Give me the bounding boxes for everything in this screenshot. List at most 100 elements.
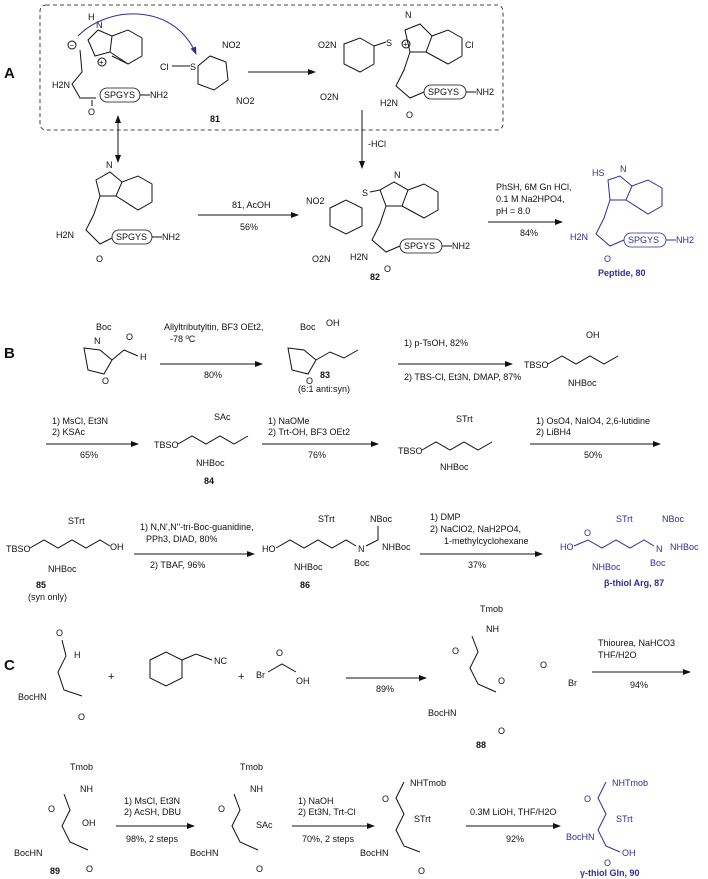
svg-text:STrt: STrt (456, 414, 473, 424)
svg-text:pH = 8.0: pH = 8.0 (496, 206, 530, 216)
svg-text:2) Et3N, Trt-Cl: 2) Et3N, Trt-Cl (298, 807, 356, 817)
svg-text:NH2: NH2 (150, 90, 168, 100)
svg-text:BocHN: BocHN (428, 708, 457, 718)
svg-text:O: O (540, 660, 547, 670)
svg-text:NH: NH (486, 624, 499, 634)
svg-text:0.3M LiOH, THF/H2O: 0.3M LiOH, THF/H2O (470, 807, 556, 817)
compound-86: HO STrt NHBoc N Boc NBoc NHBoc 86 (262, 514, 411, 590)
trityl-alkene: TBSO STrt NHBoc (398, 414, 493, 472)
svg-text:0.1 M Na2HPO4,: 0.1 M Na2HPO4, (496, 194, 565, 204)
svg-text:(syn only): (syn only) (28, 592, 67, 602)
svg-text:O: O (276, 648, 283, 658)
svg-text:84: 84 (204, 476, 214, 486)
svg-text:N: N (358, 544, 365, 554)
svg-text:81: 81 (210, 114, 220, 124)
svg-text:γ-thiol Gln, 90: γ-thiol Gln, 90 (580, 868, 640, 878)
svg-text:BocHN: BocHN (14, 848, 43, 858)
svg-text:NH2: NH2 (476, 87, 494, 97)
svg-text:O: O (256, 864, 263, 874)
panel-label-a: A (4, 65, 15, 82)
svg-text:70%, 2 steps: 70%, 2 steps (302, 834, 355, 844)
svg-text:O: O (584, 528, 591, 538)
svg-text:2) AcSH, DBU: 2) AcSH, DBU (124, 807, 181, 817)
svg-text:H: H (74, 650, 81, 660)
svg-text:98%, 2 steps: 98%, 2 steps (126, 834, 179, 844)
svg-text:S: S (190, 62, 196, 72)
svg-text:N: N (656, 544, 663, 554)
svg-text:2) LiBH4: 2) LiBH4 (536, 427, 571, 437)
svg-text:89%: 89% (376, 684, 394, 694)
svg-text:NH: NH (80, 784, 93, 794)
svg-text:+: + (238, 671, 244, 683)
svg-text:+: + (108, 671, 114, 683)
thioacetate-intermediate: Tmob NH O SAc BocHN O (190, 762, 273, 874)
svg-text:OH: OH (326, 318, 340, 328)
svg-text:56%: 56% (240, 222, 258, 232)
svg-text:NH2: NH2 (162, 232, 180, 242)
svg-text:2) TBS-Cl, Et3N, DMAP, 87%: 2) TBS-Cl, Et3N, DMAP, 87% (404, 372, 521, 382)
svg-text:NO2: NO2 (236, 96, 255, 106)
svg-text:88: 88 (476, 740, 486, 750)
svg-text:BocHN: BocHN (566, 832, 595, 842)
svg-text:TBSO: TBSO (6, 544, 31, 554)
garner-aldehyde: Boc N O O H (83, 322, 147, 386)
svg-text:O2N: O2N (318, 40, 337, 50)
svg-text:O: O (384, 264, 391, 274)
bromoacetic-acid: Br O OH (256, 648, 310, 686)
svg-text:1) MsCl, Et3N: 1) MsCl, Et3N (52, 416, 108, 426)
svg-text:NHBoc: NHBoc (48, 564, 77, 574)
svg-text:O: O (102, 376, 109, 386)
svg-text:O: O (498, 676, 505, 686)
svg-text:OH: OH (586, 330, 600, 340)
svg-text:S: S (362, 188, 368, 198)
svg-text:−: − (70, 41, 75, 50)
panel-label-b: B (4, 345, 15, 362)
svg-text:NHBoc: NHBoc (592, 562, 621, 572)
svg-text:2) NaClO2, NaH2PO4,: 2) NaClO2, NaH2PO4, (430, 524, 521, 534)
svg-text:Tmob: Tmob (480, 604, 503, 614)
svg-text:BocHN: BocHN (18, 692, 47, 702)
svg-text:S: S (386, 38, 392, 48)
svg-text:SAc: SAc (256, 820, 273, 830)
svg-text:Allyltributyltin, BF3 OEt2,: Allyltributyltin, BF3 OEt2, (164, 322, 264, 332)
svg-text:SPGYS: SPGYS (428, 87, 459, 97)
peptide-80: HS N SPGYS NH2 H2N O Peptide, 80 (570, 164, 694, 278)
svg-text:65%: 65% (80, 450, 98, 460)
svg-text:80%: 80% (204, 370, 222, 380)
svg-text:OH: OH (622, 848, 636, 858)
svg-text:H2N: H2N (52, 80, 70, 90)
svg-text:1) MsCl, Et3N: 1) MsCl, Et3N (124, 796, 180, 806)
compound-84: TBSO SAc NHBoc 84 (154, 412, 249, 486)
svg-text:NHBoc: NHBoc (440, 462, 469, 472)
svg-text:-78 ºC: -78 ºC (170, 334, 196, 344)
svg-text:H: H (140, 352, 147, 362)
svg-text:PPh3, DIAD, 80%: PPh3, DIAD, 80% (146, 534, 218, 544)
svg-text:O: O (498, 726, 505, 736)
mechanism-box (39, 4, 504, 131)
svg-text:Tmob: Tmob (240, 762, 263, 772)
svg-text:OH: OH (110, 542, 124, 552)
svg-text:1) NaOMe: 1) NaOMe (268, 416, 310, 426)
svg-text:NBoc: NBoc (370, 514, 393, 524)
svg-text:NH2: NH2 (676, 235, 694, 245)
svg-text:-HCl: -HCl (368, 139, 386, 149)
svg-text:2) TBAF, 96%: 2) TBAF, 96% (150, 560, 205, 570)
svg-text:TBSO: TBSO (154, 440, 179, 450)
svg-text:OH: OH (82, 818, 96, 828)
svg-text:Boc: Boc (96, 322, 112, 332)
svg-text:1) DMP: 1) DMP (430, 512, 461, 522)
svg-text:SPGYS: SPGYS (116, 232, 147, 242)
svg-text:O: O (126, 332, 133, 342)
sulfonium-intermediate: O2N O2N S N + Cl SPGYS NH2 H2N O (318, 10, 494, 120)
compound-83: Boc O OH 83 (6:1 anti:syn) (287, 318, 359, 394)
svg-text:O: O (406, 110, 413, 120)
compound-85: TBSO OH STrt NHBoc 85 (syn only) (6, 516, 124, 602)
svg-text:STrt: STrt (616, 514, 633, 524)
svg-text:1) N,N',N''-tri-Boc-guanidine,: 1) N,N',N''-tri-Boc-guanidine, (140, 522, 254, 532)
svg-text:92%: 92% (506, 834, 524, 844)
svg-text:TBSO: TBSO (524, 360, 549, 370)
svg-text:STrt: STrt (414, 814, 431, 824)
svg-text:O2N: O2N (312, 254, 331, 264)
svg-text:H2N: H2N (570, 232, 588, 242)
